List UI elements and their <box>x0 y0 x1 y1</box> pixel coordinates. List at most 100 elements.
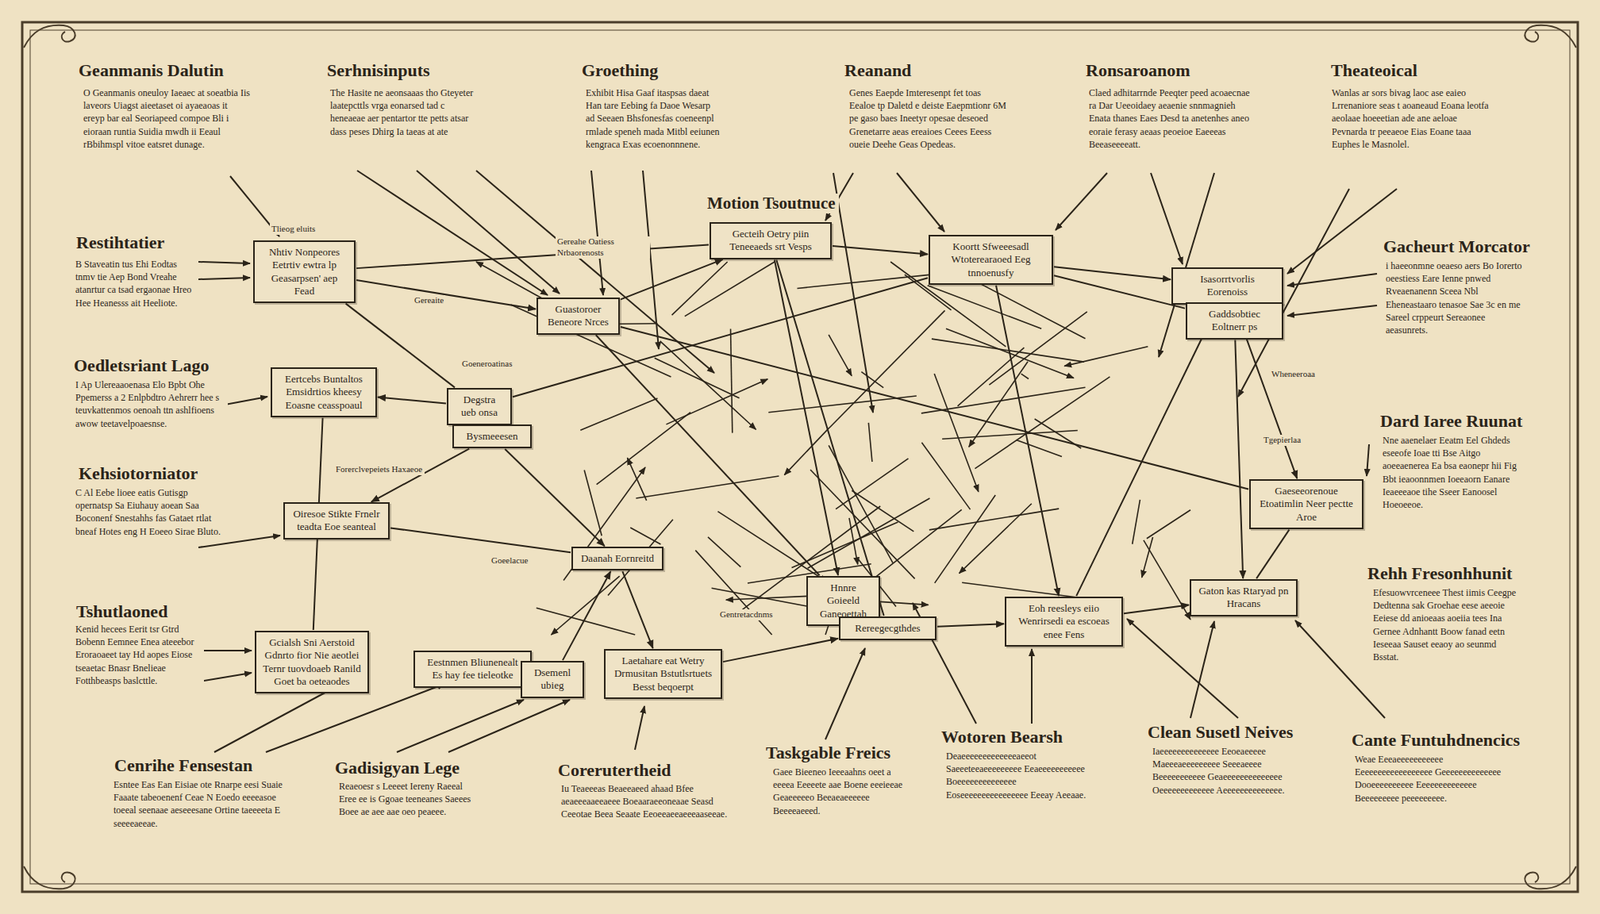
leader-line <box>198 261 250 264</box>
leader-line <box>1190 621 1215 719</box>
leader-line <box>198 277 250 280</box>
web-strand <box>810 469 916 579</box>
process-box: Eoh reesleys eiio Wenrirsedi ea escoeas … <box>1004 596 1124 647</box>
connector-arrow <box>937 623 1004 627</box>
leader-lines <box>182 170 1397 753</box>
box-text: Nhtiv Nonpeores Eetrtiv ewtra lp Geasarp… <box>261 246 348 298</box>
connector-arrow <box>832 246 928 254</box>
connector-arrow <box>620 259 724 300</box>
process-box: Laetahare eat Wetry Drmusitan Bstutlsrtu… <box>603 649 723 700</box>
box-text: Koortt Sfweeesadl Wtoterearaoed Eeg tnno… <box>936 240 1046 280</box>
box-text: Eoh reesleys eiio Wenrirsedi ea escoeas … <box>1012 602 1116 642</box>
note-text: Exhibit Hisa Gaaf itaspsas daeat Han tar… <box>584 85 723 152</box>
web-strand <box>934 373 979 493</box>
leader-line <box>896 173 945 232</box>
process-box: Koortt Sfweeesadl Wtoterearaoed Eeg tnno… <box>928 234 1054 285</box>
note-text: Kenid hecees Eerit tsr Gtrd Bobenn Eemne… <box>73 622 204 689</box>
floating-label: Gereahe Oatiess Nrbaorenosts <box>555 236 650 259</box>
connector-arrow <box>996 285 1059 597</box>
web-strand <box>1142 537 1154 578</box>
web-strand <box>1146 510 1191 539</box>
box-text: Gcialsh Sni Aerstoid Gdnrto fior Nie aeo… <box>262 636 362 689</box>
outer-frame <box>22 22 1578 893</box>
section-heading: Cenrihe Fensestan <box>111 755 255 777</box>
web-strand <box>1021 373 1029 379</box>
connector-arrow <box>776 259 884 616</box>
section-heading: Restihtatier <box>73 232 167 254</box>
floating-label: Tgepierlaa <box>1261 434 1303 447</box>
process-box: Nhtiv Nonpeores Eetrtiv ewtra lp Geasarp… <box>253 240 356 304</box>
note-text: Genes Eaepde Imteresenpt fet toas Eealoe… <box>847 85 1010 152</box>
web-strand <box>942 430 1078 440</box>
box-text: Guastoroer Beneore Nrces <box>544 303 612 330</box>
connector-arrow <box>1123 604 1189 614</box>
web-strand <box>921 442 970 510</box>
box-text: Oiresoe Stikte Frnelr teadta Eoe seantea… <box>291 507 382 535</box>
note-text: Iaeeeeeeeeeeeeee Eeoeaeeeee Maeeeaeeeeee… <box>1150 744 1309 798</box>
box-text: Eertcebs Buntaltos Emsidrtios kheesy Eoa… <box>278 373 370 412</box>
floating-label: Gereaite <box>412 295 446 307</box>
process-box: Isasorrtvorlis Eorenoiss <box>1171 267 1284 305</box>
floating-label: Gentretacdnms <box>718 609 775 621</box>
floating-label: Forerclvepeiets Haxaeoe <box>334 464 425 476</box>
web-strand <box>1132 500 1141 545</box>
leader-line <box>825 648 866 740</box>
web-strand <box>1016 439 1062 457</box>
process-box: Eestnmen Bliunenealt Es hay fee tieleotk… <box>413 650 532 689</box>
connector-arrow <box>1234 339 1243 579</box>
web-strand <box>635 476 779 499</box>
leader-line <box>1287 273 1377 286</box>
web-strand <box>868 423 873 462</box>
connector-arrow <box>596 334 820 576</box>
web-strand <box>707 537 741 568</box>
process-box: Dsemenl ubieg <box>520 661 585 699</box>
note-text: Weae Eeeaeeeeeeeeeee Eeeeeeeeeeeeeeeeee … <box>1353 752 1512 806</box>
note-text: I Ap Ulereaaoenasa Elo Bpbt Ohe Ppemerss… <box>73 377 228 431</box>
section-heading: Cante Funtuhdnencics <box>1349 730 1523 751</box>
connector-arrow <box>1053 266 1171 280</box>
note-text: Reaeoesr s Leeeet Iereny Raeeal Eree ee … <box>337 779 476 820</box>
web-strand <box>1064 346 1148 367</box>
section-heading: Clean Susetl Neives <box>1145 722 1296 743</box>
web-strand <box>596 412 691 485</box>
section-heading: Oedletsriant Lago <box>71 355 212 377</box>
note-text: Esntee Eas Ean Eisiae ote Rnarpe eesi Su… <box>111 777 286 831</box>
process-box: Daanah Eornreitd <box>571 546 664 571</box>
section-heading: Dard Iaree Ruunat <box>1377 411 1525 432</box>
connector-arrow <box>1256 530 1289 580</box>
web-strand <box>835 458 908 510</box>
box-text: Isasorrtvorlis Eorenoiss <box>1179 273 1276 300</box>
connector-arrow <box>620 326 1249 489</box>
connector-arrow <box>622 571 653 649</box>
web-strand <box>828 334 852 377</box>
leader-line <box>357 170 548 296</box>
box-text: Gecteih Oetry piin Teneeaeds srt Vesps <box>717 227 824 254</box>
section-heading: Tshutlaoned <box>73 601 170 623</box>
connector-arrow <box>377 397 447 404</box>
process-box: Guastoroer Beneore Nrces <box>536 297 620 335</box>
box-text: Degstra ueb onsa <box>454 393 504 420</box>
connector-arrow <box>356 244 709 269</box>
web-strand <box>730 328 733 433</box>
box-text: Rereegecgthdes <box>846 622 929 635</box>
web-strand <box>959 503 1032 574</box>
section-heading: Taskgable Freics <box>763 742 893 764</box>
web-strand <box>660 341 757 430</box>
box-text: Eestnmen Bliunenealt Es hay fee tieleotk… <box>421 656 524 683</box>
section-heading: Serhnisinputs <box>324 60 433 81</box>
floating-label: Tlieog eluits <box>269 223 317 235</box>
section-heading: Corerutertheid <box>555 760 674 781</box>
box-text: Bysmeeesen <box>460 430 524 443</box>
section-heading: Rehh Fresonhhunit <box>1365 563 1515 585</box>
process-box: Degstra ueb onsa <box>446 388 512 426</box>
connector-arrow <box>774 259 839 576</box>
note-text: Iu Teaeeeas Beaeeaeed ahaad Bfee aeaeeea… <box>559 781 730 823</box>
leader-line <box>265 684 445 753</box>
leader-line <box>1366 444 1370 477</box>
connector-arrow <box>562 571 611 661</box>
floating-label: Goeneroatinas <box>460 358 515 370</box>
web-strand <box>580 398 658 431</box>
box-text: Gaddsobtiec Eoltnerr ps <box>1193 307 1276 335</box>
leader-line <box>1287 305 1377 316</box>
box-text: Hnnre Goieeld Ganeoettah <box>814 581 873 621</box>
